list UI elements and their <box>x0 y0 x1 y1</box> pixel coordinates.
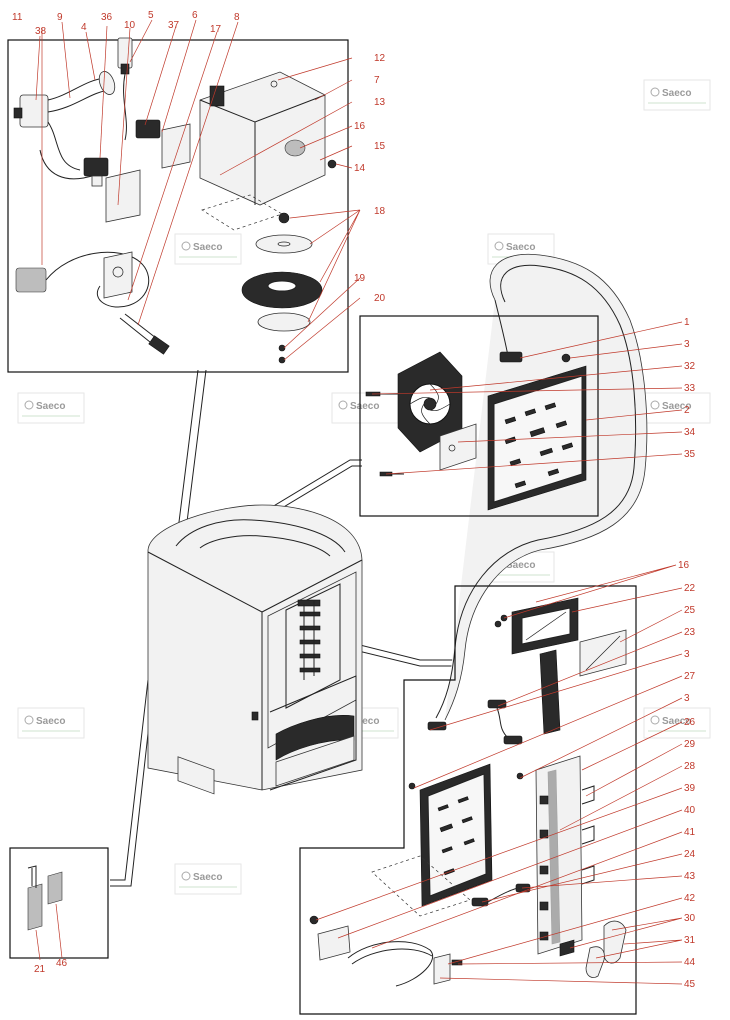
panel-display-boards: 16 22 25 23 3 27 3 26 29 28 39 40 41 24 … <box>299 560 696 1015</box>
callout-7: 7 <box>374 75 380 86</box>
callout-3-board: 3 <box>684 693 690 704</box>
terminal-blocks-part <box>83 119 161 187</box>
keypad-strip-part <box>535 755 595 955</box>
callout-45: 45 <box>684 979 696 990</box>
svg-text:Saeco: Saeco <box>662 716 691 727</box>
callout-15: 15 <box>374 141 386 152</box>
callout-5: 5 <box>148 10 154 21</box>
callout-1: 1 <box>684 317 690 328</box>
callout-41: 41 <box>684 827 696 838</box>
svg-text:Saeco: Saeco <box>662 401 691 412</box>
callout-46: 46 <box>56 958 68 969</box>
watermark-12: Saeco <box>643 392 711 424</box>
panel3-leader-lines <box>315 564 683 985</box>
fuse-holder-part <box>117 37 133 141</box>
callout-11: 11 <box>12 12 23 23</box>
callout-43: 43 <box>684 871 696 882</box>
vending-machine-illustration <box>147 504 363 795</box>
svg-text:Saeco: Saeco <box>350 401 379 412</box>
callout-30: 30 <box>684 913 696 924</box>
callout-16-display: 16 <box>678 560 690 571</box>
callout-44: 44 <box>684 957 696 968</box>
callout-24: 24 <box>684 849 696 860</box>
panel-connector-lines <box>110 369 458 887</box>
callout-10: 10 <box>124 20 136 31</box>
callout-27: 27 <box>684 671 696 682</box>
panel-fan-board-frame <box>359 315 599 517</box>
callout-19: 19 <box>354 273 366 284</box>
callout-28: 28 <box>684 761 696 772</box>
watermark-4: Saeco <box>17 392 85 424</box>
callout-32: 32 <box>684 361 696 372</box>
callout-31: 31 <box>684 935 696 946</box>
svg-text:Saeco: Saeco <box>193 242 222 253</box>
panel-fan-board: 1 3 32 33 2 34 35 <box>359 315 696 517</box>
callout-13: 13 <box>374 97 386 108</box>
panel-labels-frame <box>9 847 109 959</box>
watermark-7: Saeco <box>17 707 85 739</box>
brackets-part <box>103 123 191 299</box>
callout-18: 18 <box>374 206 386 217</box>
callout-3-fan: 3 <box>684 339 690 350</box>
callout-38: 38 <box>35 26 47 37</box>
callout-20: 20 <box>374 293 386 304</box>
svg-text:Saeco: Saeco <box>662 88 691 99</box>
svg-text:Saeco: Saeco <box>350 716 379 727</box>
watermark-11: Saeco <box>331 392 399 424</box>
callout-22: 22 <box>684 583 696 594</box>
toroidal-transformer-part <box>241 212 323 364</box>
callout-26: 26 <box>684 717 696 728</box>
callout-21: 21 <box>34 964 46 975</box>
callout-29: 29 <box>684 739 696 750</box>
callout-2: 2 <box>684 405 690 416</box>
callout-34: 34 <box>684 427 696 438</box>
svg-text:Saeco: Saeco <box>506 242 535 253</box>
callout-39: 39 <box>684 783 696 794</box>
cooling-fan-part <box>397 351 463 453</box>
svg-text:Saeco: Saeco <box>193 872 222 883</box>
svg-text:Saeco: Saeco <box>36 401 65 412</box>
callout-37: 37 <box>168 20 180 31</box>
svg-text:Saeco: Saeco <box>506 560 535 571</box>
callout-40: 40 <box>684 805 696 816</box>
panel-power-supply-frame <box>7 39 349 373</box>
callout-3-display: 3 <box>684 649 690 660</box>
callout-4: 4 <box>81 22 87 33</box>
callout-9: 9 <box>57 12 63 23</box>
display-cable-part <box>427 699 523 745</box>
transformer-case-part <box>199 71 337 231</box>
control-board-part <box>487 365 587 511</box>
callout-6: 6 <box>192 10 198 21</box>
callout-17: 17 <box>210 24 222 35</box>
switch-harness-part <box>13 71 116 180</box>
callout-33: 33 <box>684 383 696 394</box>
watermark-logos: Saeco Saeco Saeco Saeco Saeco Saeco Saec… <box>17 79 711 895</box>
svg-text:Saeco: Saeco <box>36 716 65 727</box>
display-assembly-part <box>494 597 627 735</box>
main-board-part <box>408 763 524 907</box>
callout-23: 23 <box>684 627 696 638</box>
callout-14: 14 <box>354 163 366 174</box>
watermark-1: Saeco <box>643 79 711 111</box>
callout-35: 35 <box>684 449 696 460</box>
watermark-10: Saeco <box>174 863 242 895</box>
mains-cable-part <box>15 251 170 355</box>
callout-16-top: 16 <box>354 121 366 132</box>
callout-12: 12 <box>374 53 386 64</box>
callout-8: 8 <box>234 12 240 23</box>
panel1-leader-lines <box>35 19 361 361</box>
panel-power-supply: 11 38 9 4 36 10 5 37 6 17 8 12 7 13 16 1… <box>7 10 386 373</box>
callout-36: 36 <box>101 12 113 23</box>
callout-25: 25 <box>684 605 696 616</box>
watermark-9: Saeco <box>643 707 711 739</box>
watermark-2: Saeco <box>174 233 242 265</box>
panel-labels: 21 46 <box>9 847 109 975</box>
panel-display-boards-frame <box>299 585 637 1015</box>
callout-42: 42 <box>684 893 696 904</box>
